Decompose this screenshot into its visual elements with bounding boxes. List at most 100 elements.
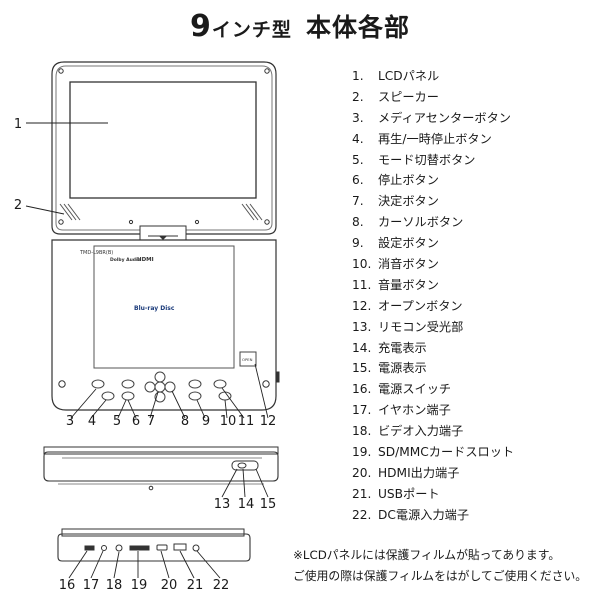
part-item: 9.設定ボタン — [352, 233, 514, 254]
bluray-logo: Blu-ray Disc — [134, 305, 175, 312]
part-label: 音量ボタン — [378, 277, 439, 292]
part-item: 8. カーソルボタン — [352, 212, 514, 233]
model-label: TMD-L9BR(B) — [79, 250, 113, 256]
button-row — [91, 371, 232, 403]
part-number: 19. — [352, 445, 372, 460]
callout-10: 10 — [219, 414, 237, 429]
callout-18: 18 — [105, 578, 123, 593]
part-item: 11. 音量ボタン — [352, 275, 514, 296]
part-label: モード切替ボタン — [378, 152, 476, 167]
callout-5: 5 — [112, 414, 122, 429]
callout-3: 3 — [65, 414, 75, 429]
part-item: 22.DC電源入力端子 — [352, 505, 514, 526]
part-label: 設定ボタン — [378, 236, 439, 251]
part-item: 7.決定ボタン — [352, 191, 514, 212]
part-item: 17.イヤホン端子 — [352, 400, 514, 421]
lid — [51, 61, 277, 235]
part-label: 電源スイッチ — [378, 382, 452, 397]
part-item: 2.スピーカー — [352, 87, 514, 108]
part-label: USBポート — [378, 486, 440, 501]
callout-8: 8 — [180, 414, 190, 429]
disc-area — [93, 245, 235, 369]
part-item: 10.消音ボタン — [352, 254, 514, 275]
power-switch — [84, 545, 95, 551]
callout-22: 22 — [212, 578, 230, 593]
note-line-2: ご使用の際は保護フィルムをはがしてご使用ください。 — [293, 569, 588, 583]
callout-11: 11 — [237, 414, 255, 429]
callout-13: 13 — [213, 497, 231, 512]
dc-input — [192, 544, 200, 552]
part-label: 再生/一時停止ボタン — [378, 131, 492, 146]
part-item: 12. オープンボタン — [352, 296, 514, 317]
callout-16: 16 — [58, 578, 76, 593]
callout-12: 12 — [259, 414, 277, 429]
indicator-window — [231, 460, 259, 471]
open-button — [239, 351, 257, 367]
part-item: 21. USBポート — [352, 484, 514, 505]
callout-15: 15 — [259, 497, 277, 512]
callout-9: 9 — [201, 414, 211, 429]
part-item: 15.電源表示 — [352, 358, 514, 379]
part-number: 1. — [352, 69, 364, 83]
part-item: 16. 電源スイッチ — [352, 379, 514, 400]
side-latch — [275, 371, 280, 383]
part-number: 5. — [352, 152, 364, 167]
part-label: メディアセンターボタン — [378, 110, 511, 125]
callout-1: 1 — [13, 117, 23, 132]
part-number: 18. — [352, 424, 372, 439]
page-title: 9インチ型本体各部 — [190, 9, 410, 44]
part-label: 決定ボタン — [378, 194, 439, 209]
part-label: ビデオ入力端子 — [378, 424, 464, 439]
speaker-left — [59, 203, 81, 221]
part-item: 13. リモコン受光部 — [352, 317, 514, 338]
callout-4: 4 — [87, 414, 97, 429]
part-label: DC電源入力端子 — [378, 507, 470, 522]
callout-6: 6 — [131, 414, 141, 429]
callout-19: 19 — [130, 578, 148, 593]
part-number: 21. — [352, 486, 372, 501]
dolby-logo: Dolby Audio — [110, 257, 141, 263]
speaker-right — [241, 203, 263, 221]
part-number: 16. — [352, 382, 372, 397]
earphone-jack — [101, 545, 107, 551]
part-number: 20. — [352, 465, 372, 480]
part-label: SD/MMCカードスロット — [378, 445, 515, 460]
part-label: リモコン受光部 — [378, 319, 464, 334]
part-label: オープンボタン — [378, 298, 463, 313]
note-line-1: ※LCDパネルには保護フィルムが貼ってあります。 — [293, 548, 561, 562]
callout-17: 17 — [82, 578, 100, 593]
part-item: 14.充電表示 — [352, 338, 514, 359]
protective-film-note: ※LCDパネルには保護フィルムが貼ってあります。 ご使用の際は保護フィルムをはが… — [293, 545, 587, 587]
video-in-jack — [115, 544, 123, 552]
part-number: 11. — [352, 277, 372, 292]
part-number: 3. — [352, 110, 364, 125]
callout-2: 2 — [13, 198, 23, 213]
part-number: 14. — [352, 340, 372, 355]
part-number: 12. — [352, 298, 372, 313]
side-view — [57, 528, 251, 562]
callout-21: 21 — [186, 578, 204, 593]
hdmi-logo: HDMI — [137, 257, 154, 263]
usb-port — [173, 543, 187, 551]
hdmi-port — [156, 544, 168, 551]
part-number: 8. — [352, 215, 364, 230]
callout-7: 7 — [146, 414, 156, 429]
callout-20: 20 — [160, 578, 178, 593]
part-item: 4. 再生/一時停止ボタン — [352, 129, 514, 150]
part-item: 5. モード切替ボタン — [352, 150, 514, 171]
part-number: 4. — [352, 131, 364, 146]
part-number: 13. — [352, 319, 372, 334]
part-number: 10. — [352, 257, 372, 272]
part-label: 電源表示 — [378, 361, 427, 376]
part-item: 19. SD/MMCカードスロット — [352, 442, 514, 463]
part-label: カーソルボタン — [378, 215, 464, 230]
callout-14: 14 — [237, 497, 255, 512]
part-label: スピーカー — [378, 89, 439, 104]
part-item: 6.停止ボタン — [352, 170, 514, 191]
part-item: 1.LCDパネル — [352, 66, 514, 87]
lcd-panel — [69, 81, 257, 199]
part-label: イヤホン端子 — [378, 403, 451, 418]
part-number: 6. — [352, 173, 364, 188]
